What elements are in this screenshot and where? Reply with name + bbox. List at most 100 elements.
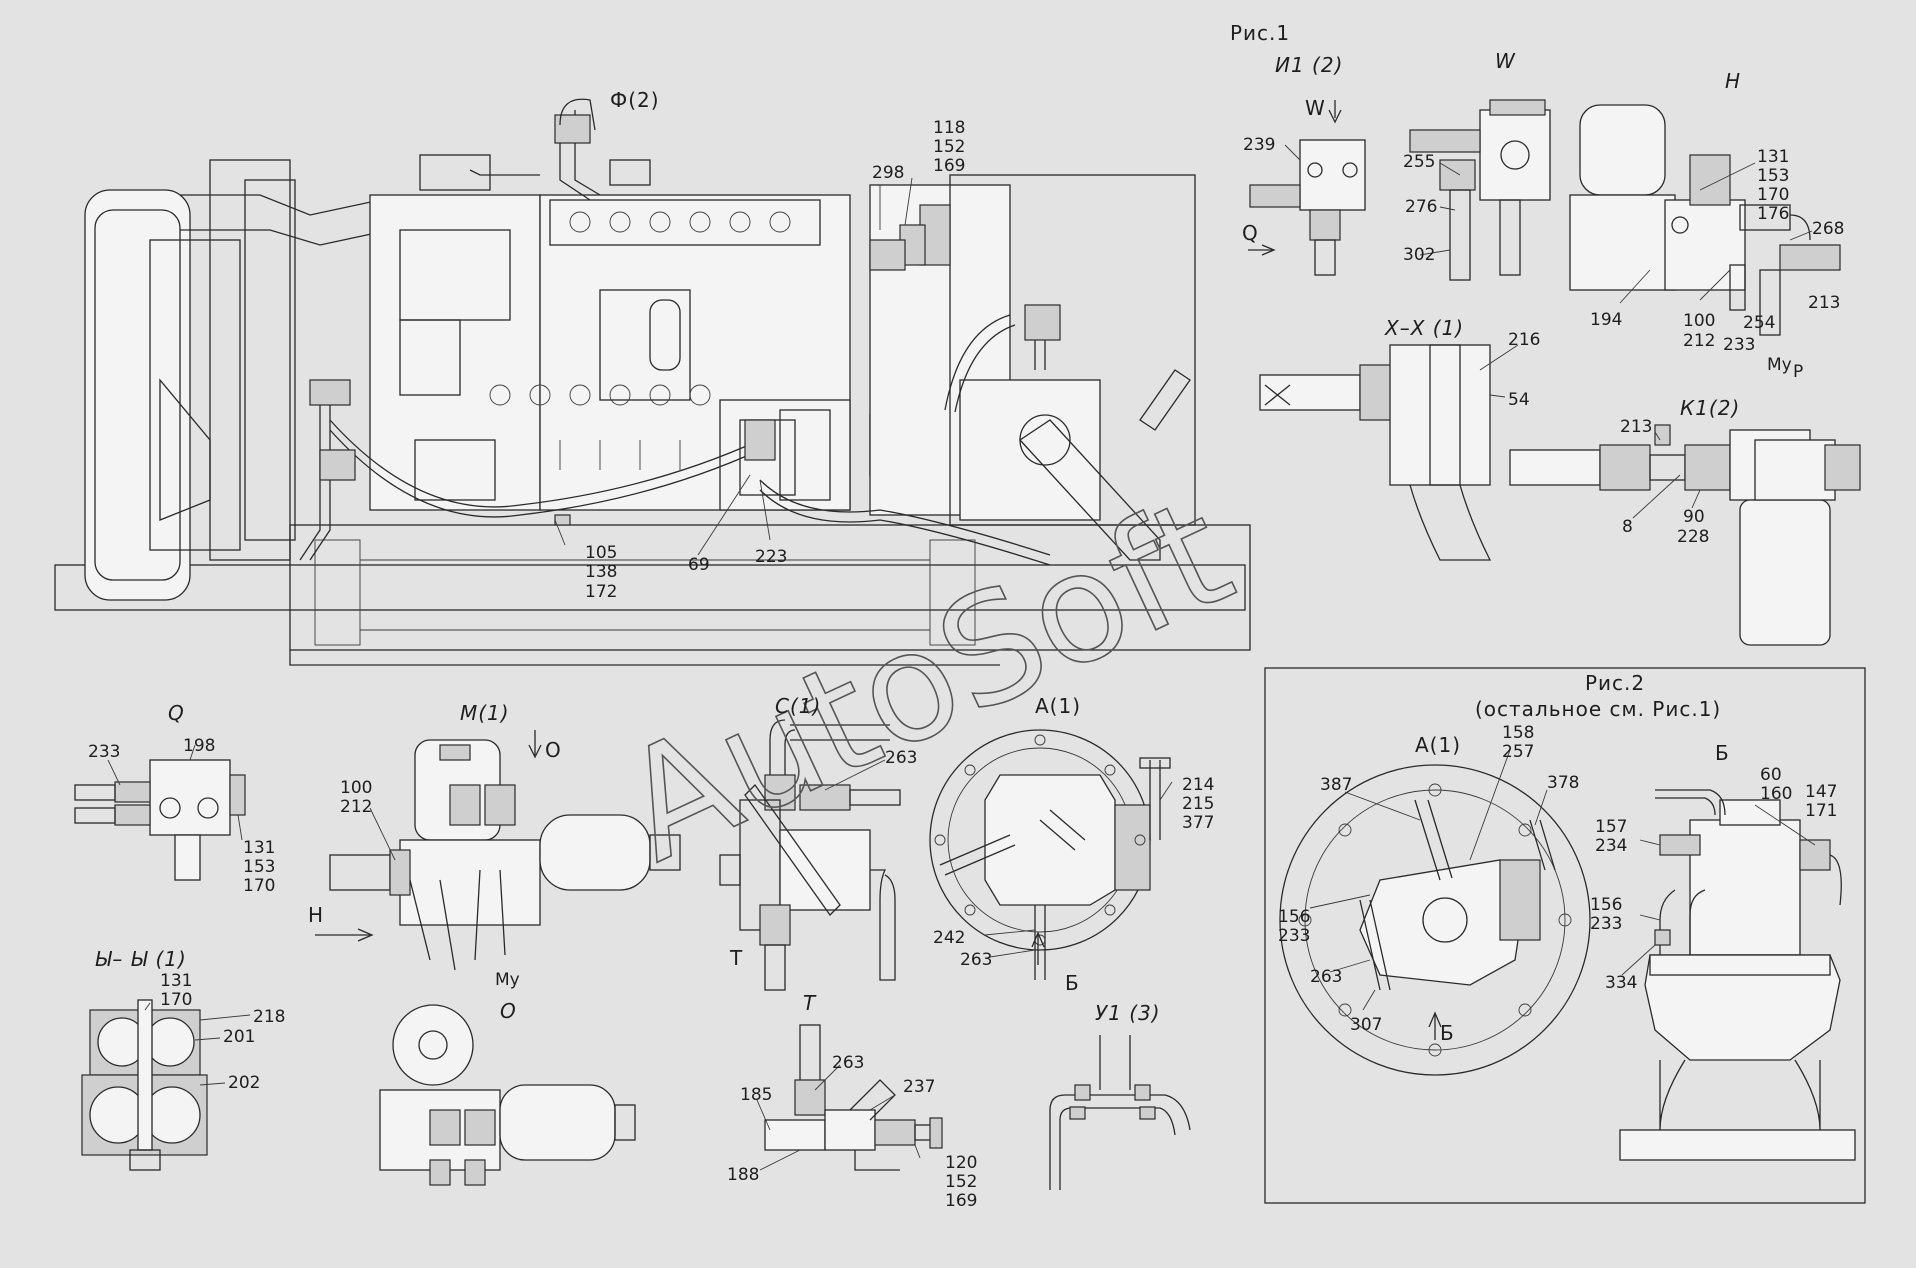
figure-2-frame [1264, 667, 1866, 1204]
part-label: 54 [1508, 390, 1530, 410]
view-t [764, 1024, 943, 1171]
caption-b-arrow: Б [1065, 971, 1080, 995]
part-label: 171 [1805, 801, 1837, 821]
part-label: 69 [688, 555, 710, 575]
part-label: 176 [1757, 204, 1789, 224]
part-label: 153 [1757, 166, 1789, 186]
part-label: 213 [1808, 293, 1840, 313]
part-label: 160 [1760, 784, 1792, 804]
part-label: 233 [1590, 914, 1622, 934]
caption-xx: Х–Х (1) [1384, 316, 1464, 340]
view-m [315, 730, 681, 971]
part-label: 8 [1622, 517, 1633, 537]
part-label: 228 [1677, 527, 1709, 547]
caption-t: Т [803, 991, 817, 1015]
part-label: 387 [1320, 775, 1352, 795]
caption-f2: Ф(2) [610, 88, 660, 112]
view-k1 [1509, 424, 1861, 646]
caption-m: М(1) [460, 701, 510, 725]
part-label: 263 [885, 748, 917, 768]
part-label: Му [495, 970, 520, 990]
part-label: 90 [1683, 507, 1705, 527]
part-label: 263 [832, 1053, 864, 1073]
part-label: 169 [945, 1191, 977, 1211]
part-label: 237 [903, 1077, 935, 1097]
caption-n: Н [1725, 69, 1741, 93]
part-label: 100 [340, 778, 372, 798]
part-label: 214 [1182, 775, 1214, 795]
part-label: 157 [1595, 817, 1627, 837]
part-label: 213 [1620, 417, 1652, 437]
caption-q: Q [168, 701, 185, 725]
part-label: 198 [183, 736, 215, 756]
part-label: 242 [933, 928, 965, 948]
part-label: 170 [243, 876, 275, 896]
leader-lines [107, 144, 1816, 1171]
part-label: 131 [1757, 147, 1789, 167]
caption-w-arrow: W [1305, 96, 1326, 120]
part-label: 156 [1590, 895, 1622, 915]
part-label: Му [1767, 355, 1792, 375]
part-labels: 118 152 169 298 105 138 172 69 223 239 2… [88, 118, 1844, 1211]
caption-h-arrow: Н [308, 903, 324, 927]
part-label: 378 [1547, 773, 1579, 793]
part-label: 194 [1590, 310, 1622, 330]
part-label: 263 [1310, 967, 1342, 987]
part-label: 170 [160, 990, 192, 1010]
part-label: 215 [1182, 794, 1214, 814]
part-label: 60 [1760, 765, 1782, 785]
part-label: 100 [1683, 311, 1715, 331]
part-label: 239 [1243, 135, 1275, 155]
caption-b2-arrow: Б [1440, 1021, 1455, 1045]
part-label: 188 [727, 1165, 759, 1185]
caption-o-arrow: O [545, 738, 562, 762]
part-label: Р [1793, 362, 1803, 382]
part-label: 156 [1278, 907, 1310, 927]
view-u1 [1049, 1035, 1191, 1190]
part-label: 212 [340, 797, 372, 817]
view-c [719, 719, 901, 991]
part-label: 263 [960, 950, 992, 970]
caption-w: W [1495, 49, 1516, 73]
caption-q-arrow: Q [1242, 221, 1259, 245]
part-label: 254 [1743, 313, 1775, 333]
part-label: 268 [1812, 219, 1844, 239]
caption-c: С(1) [775, 694, 821, 718]
part-label: 152 [945, 1172, 977, 1192]
part-label: 147 [1805, 782, 1837, 802]
caption-yy: Ы– Ы (1) [95, 947, 187, 971]
part-label: 169 [933, 156, 965, 176]
part-label: 307 [1350, 1015, 1382, 1035]
view-q [74, 759, 246, 881]
part-label: 334 [1605, 973, 1637, 993]
caption-u1: У1 (3) [1095, 1001, 1161, 1025]
caption-i1: И1 (2) [1275, 53, 1343, 77]
view-n [1569, 104, 1841, 336]
part-label: 131 [160, 971, 192, 991]
caption-o: О [500, 999, 517, 1023]
part-label: 233 [88, 742, 120, 762]
part-label: 223 [755, 547, 787, 567]
part-label: 185 [740, 1085, 772, 1105]
part-label: 257 [1502, 742, 1534, 762]
part-label: 212 [1683, 331, 1715, 351]
section-yy [81, 999, 208, 1171]
part-label: 276 [1405, 197, 1437, 217]
part-label: 152 [933, 137, 965, 157]
view-w [1409, 99, 1551, 281]
part-label: 120 [945, 1153, 977, 1173]
part-label: 233 [1723, 335, 1755, 355]
part-label: 172 [585, 582, 617, 602]
caption-b2: Б [1715, 741, 1730, 765]
part-label: 170 [1757, 185, 1789, 205]
section-xx [1259, 344, 1492, 561]
caption-a2: А(1) [1415, 733, 1461, 757]
part-label: 153 [243, 857, 275, 877]
part-label: 158 [1502, 723, 1534, 743]
part-label: 138 [585, 562, 617, 582]
view-a [929, 729, 1171, 980]
part-label: 201 [223, 1027, 255, 1047]
part-label: 131 [243, 838, 275, 858]
part-label: 255 [1403, 152, 1435, 172]
